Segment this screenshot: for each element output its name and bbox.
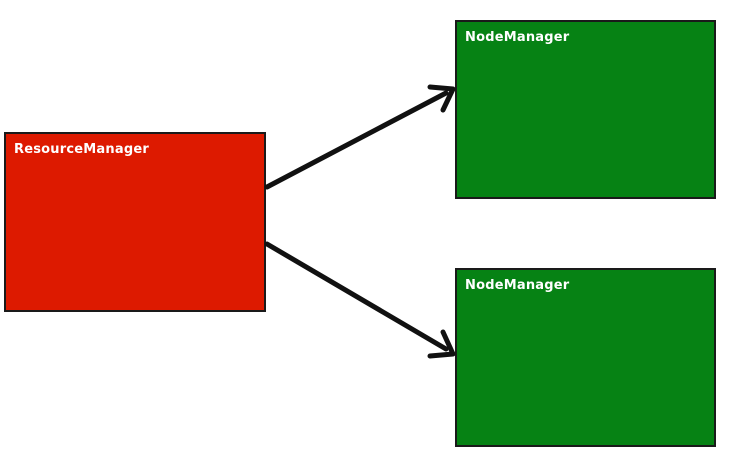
arrow-to-node-manager-2 <box>264 241 456 359</box>
arrow-head-1 <box>427 84 456 113</box>
arrow-to-node-manager-1 <box>264 84 456 190</box>
node-manager-box-1: NodeManager <box>455 20 716 199</box>
node-manager-label-2: NodeManager <box>465 278 570 293</box>
arrow-head-2 <box>427 329 456 359</box>
resource-manager-box: ResourceManager <box>4 132 266 312</box>
node-manager-label-1: NodeManager <box>465 30 570 45</box>
arrow-line-1 <box>264 90 449 190</box>
arrow-line-2 <box>264 241 449 352</box>
resource-manager-label: ResourceManager <box>14 142 149 157</box>
node-manager-box-2: NodeManager <box>455 268 716 447</box>
